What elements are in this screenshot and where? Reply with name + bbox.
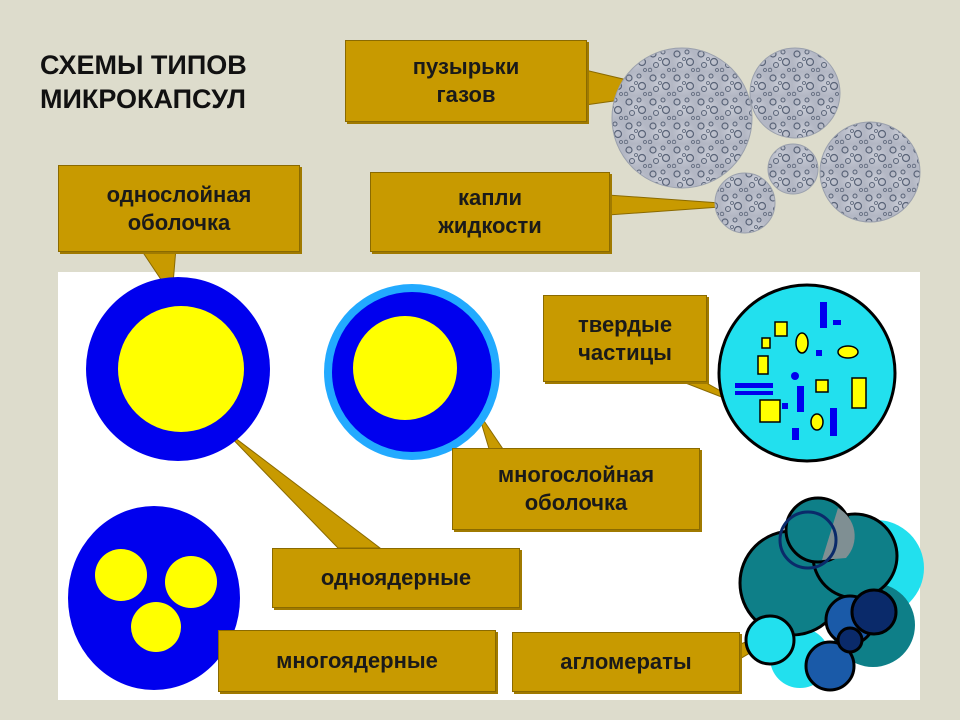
- multinuclear-capsule: [68, 506, 240, 690]
- label-solid-particles: твердые частицы: [543, 295, 707, 382]
- slide-title: СХЕМЫ ТИПОВ МИКРОКАПСУЛ: [40, 48, 247, 116]
- label-agglomerates: агломераты: [512, 632, 740, 692]
- label-multi-shell: многослойная оболочка: [452, 448, 700, 530]
- agglomerates-cluster: [738, 496, 924, 692]
- label-multi-shell-line-2: оболочка: [524, 490, 628, 515]
- label-solid-particles-line-1: твердые: [577, 311, 673, 337]
- label-mononuclear: одноядерные: [272, 548, 520, 608]
- title-line-1: СХЕМЫ ТИПОВ: [40, 50, 247, 80]
- title-line-2: МИКРОКАПСУЛ: [40, 84, 246, 114]
- label-single-shell: однослойная оболочка: [58, 165, 300, 252]
- label-gas-bubbles-line-1: пузырьки: [412, 54, 520, 79]
- label-gas-bubbles: пузырьки газов: [345, 40, 587, 122]
- label-multi-shell-line-1: многослойная: [497, 462, 655, 487]
- micrograph-large: [611, 47, 753, 189]
- pointer-mononuclear: [221, 427, 382, 549]
- micrograph-bottom: [714, 172, 776, 234]
- micrograph-top-right: [749, 47, 841, 139]
- multi-shell-capsule: [324, 284, 500, 460]
- label-multinuclear-text: многоядерные: [276, 648, 438, 673]
- label-liquid-drops: капли жидкости: [370, 172, 610, 252]
- label-gas-bubbles-line-2: газов: [436, 82, 496, 107]
- label-solid-particles-line-2: частицы: [578, 339, 672, 365]
- micrograph-right: [819, 121, 921, 223]
- label-liquid-drops-line-1: капли: [457, 185, 523, 210]
- label-single-shell-line-1: однослойная: [106, 181, 252, 207]
- single-shell-capsule: [86, 277, 270, 461]
- solid-particles-capsule: [717, 283, 897, 463]
- micrograph-group: [611, 47, 921, 234]
- label-multinuclear: многоядерные: [218, 630, 496, 692]
- micrograph-small: [767, 143, 819, 195]
- label-agglomerates-text: агломераты: [560, 649, 692, 674]
- label-mononuclear-text: одноядерные: [320, 565, 472, 590]
- label-liquid-drops-line-2: жидкости: [438, 213, 542, 238]
- label-single-shell-line-2: оболочка: [127, 209, 231, 235]
